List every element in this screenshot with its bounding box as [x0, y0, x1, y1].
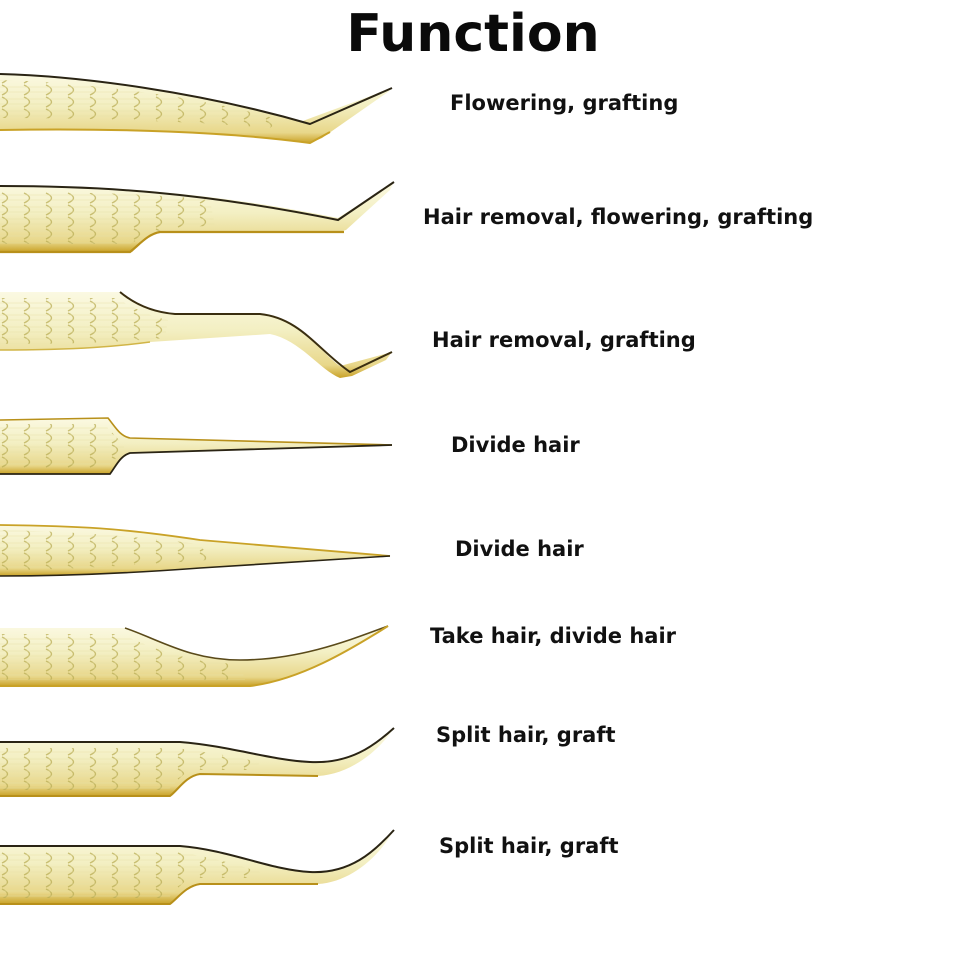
function-label-2: Hair removal, flowering, grafting [423, 205, 814, 229]
function-label-6: Take hair, divide hair [430, 624, 677, 648]
tweezer-2 [0, 181, 395, 254]
function-label-8: Split hair, graft [439, 834, 619, 858]
tweezer-3 [0, 291, 393, 378]
page-title: Function [346, 4, 600, 64]
function-label-7: Split hair, graft [436, 723, 616, 747]
tweezer-8 [0, 829, 395, 905]
function-label-3: Hair removal, grafting [432, 328, 696, 352]
tweezer-5 [0, 524, 391, 577]
function-label-4: Divide hair [451, 433, 580, 457]
tweezer-1 [0, 73, 393, 145]
function-label-1: Flowering, grafting [450, 91, 679, 115]
tweezer-7 [0, 727, 395, 797]
tweezer-4 [0, 417, 393, 475]
function-label-5: Divide hair [455, 537, 584, 561]
tweezer-6 [0, 625, 389, 687]
